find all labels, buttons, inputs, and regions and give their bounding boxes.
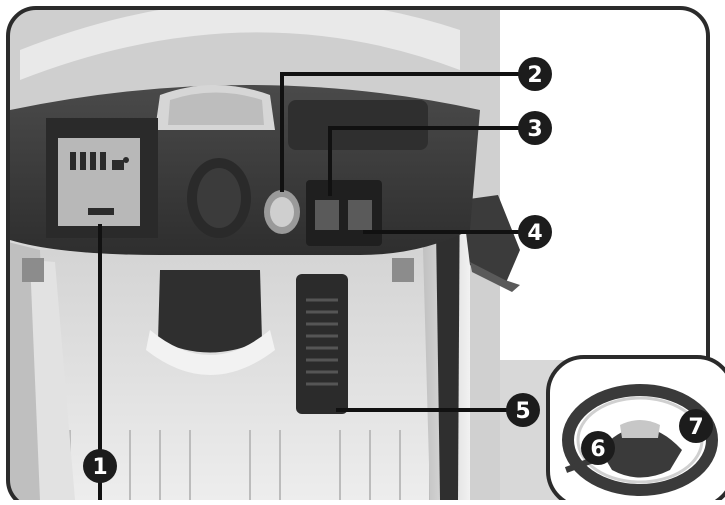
steering-wheel <box>562 384 718 496</box>
callout-1: 1 <box>83 449 117 483</box>
panel-switches <box>70 152 129 170</box>
switch-right <box>348 200 372 230</box>
callout-6: 6 <box>581 431 615 465</box>
callout-4: 4 <box>518 215 552 249</box>
switch-left <box>315 200 339 230</box>
svg-text:1: 1 <box>92 455 107 480</box>
callout-3: 3 <box>518 111 552 145</box>
svg-text:5: 5 <box>515 399 530 424</box>
svg-text:3: 3 <box>527 117 542 142</box>
svg-text:4: 4 <box>527 221 542 246</box>
callout-2: 2 <box>518 57 552 91</box>
svg-text:6: 6 <box>590 437 605 462</box>
callout-7: 7 <box>679 409 713 443</box>
side-mirror <box>462 195 520 285</box>
center-console <box>158 270 262 353</box>
svg-text:7: 7 <box>688 415 703 440</box>
accelerator-pedal <box>296 274 348 414</box>
panel-slot <box>88 208 114 215</box>
callout-5: 5 <box>506 393 540 427</box>
svg-text:2: 2 <box>527 63 542 88</box>
leader-line-3 <box>328 126 520 196</box>
frame-border <box>6 6 710 505</box>
steering-wheel-inset <box>546 355 725 505</box>
vent-area <box>288 100 428 150</box>
pedal-ridges <box>306 298 338 386</box>
leader-line-2 <box>280 72 520 192</box>
